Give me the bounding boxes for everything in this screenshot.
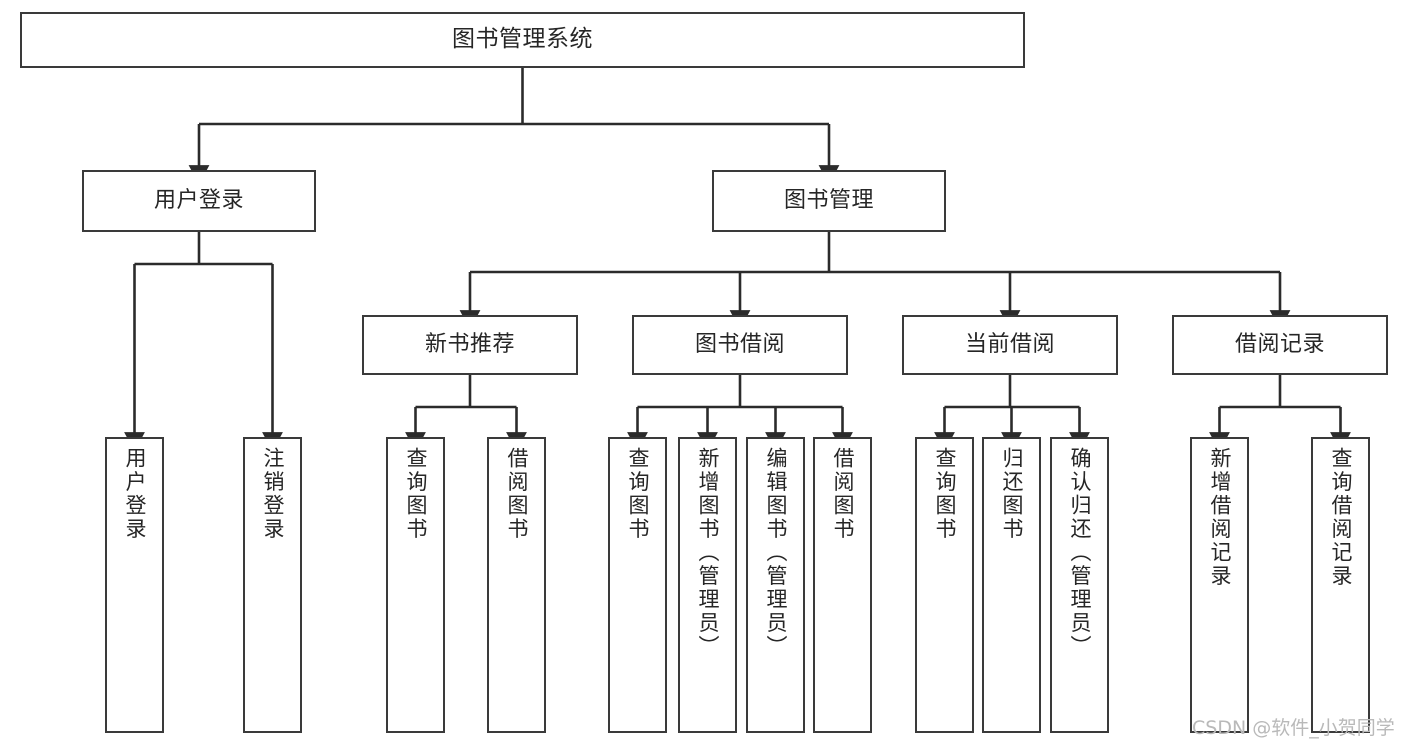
node-leaf-return-book[interactable]: 归还图书 [982,437,1041,733]
node-leaf-borrow-book[interactable]: 借阅图书 [813,437,872,733]
node-label: 编辑图书（管理员） [764,447,788,659]
node-label: 确认归还（管理员） [1068,447,1092,659]
node-label: 注销登录 [261,447,285,541]
node-label: 当前借阅 [964,332,1055,358]
node-label: 查询图书 [404,447,428,541]
node-label: 借阅图书 [505,447,529,541]
node-leaf-borrow-book-rec[interactable]: 借阅图书 [487,437,546,733]
node-book-borrow[interactable]: 图书借阅 [632,315,848,375]
node-leaf-add-record[interactable]: 新增借阅记录 [1190,437,1249,733]
node-leaf-user-login[interactable]: 用户登录 [105,437,164,733]
node-label: 用户登录 [123,447,147,541]
node-root-book-management-system[interactable]: 图书管理系统 [20,12,1025,68]
node-label: 查询图书 [626,447,650,541]
watermark: CSDN @软件_小贺同学 [1192,717,1395,739]
node-new-book-recommend[interactable]: 新书推荐 [362,315,578,375]
node-label: 新书推荐 [424,332,515,358]
node-book-manage[interactable]: 图书管理 [712,170,946,232]
node-label: 新增图书（管理员） [696,447,720,659]
node-label: 归还图书 [1000,447,1024,541]
node-user-login[interactable]: 用户登录 [82,170,316,232]
node-leaf-query-book-borrow[interactable]: 查询图书 [608,437,667,733]
node-leaf-query-book-current[interactable]: 查询图书 [915,437,974,733]
node-leaf-add-book[interactable]: 新增图书（管理员） [678,437,737,733]
node-leaf-query-book-rec[interactable]: 查询图书 [386,437,445,733]
node-leaf-edit-book[interactable]: 编辑图书（管理员） [746,437,805,733]
node-current-borrow[interactable]: 当前借阅 [902,315,1118,375]
node-label: 查询借阅记录 [1329,447,1353,588]
node-label: 查询图书 [933,447,957,541]
node-label: 借阅图书 [831,447,855,541]
node-label: 图书管理系统 [452,26,593,53]
node-label: 图书管理 [783,188,874,214]
node-label: 新增借阅记录 [1208,447,1232,588]
node-label: 用户登录 [153,188,244,214]
node-leaf-query-record[interactable]: 查询借阅记录 [1311,437,1370,733]
node-leaf-logout[interactable]: 注销登录 [243,437,302,733]
node-leaf-confirm-return[interactable]: 确认归还（管理员） [1050,437,1109,733]
node-label: 图书借阅 [694,332,785,358]
node-label: 借阅记录 [1234,332,1325,358]
edges-group [124,68,1351,452]
node-borrow-record[interactable]: 借阅记录 [1172,315,1388,375]
